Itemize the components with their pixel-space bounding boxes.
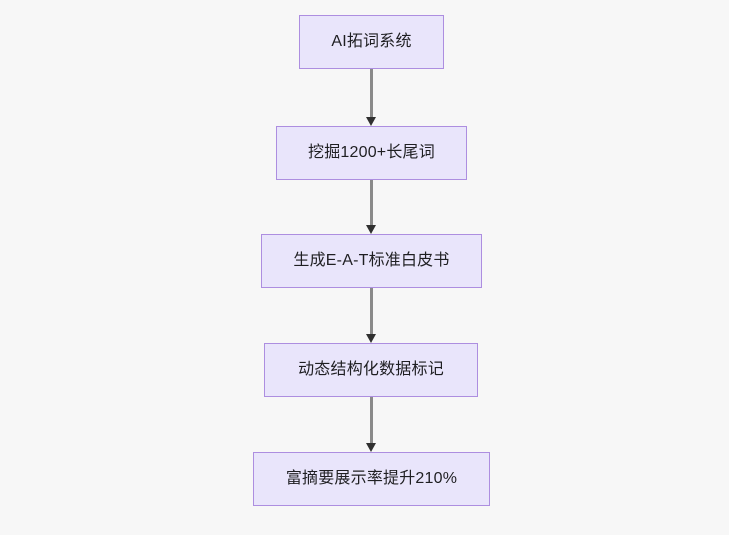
flow-node-label: 生成E-A-T标准白皮书 [293, 252, 450, 269]
edge-line [369, 69, 373, 117]
edge-line [369, 180, 373, 225]
flow-node-dynamic-structured-data[interactable]: 动态结构化数据标记 [264, 343, 478, 397]
flow-node-mine-longtail-keywords[interactable]: 挖掘1200+长尾词 [276, 126, 467, 180]
flow-node-ai-keyword-system[interactable]: AI拓词系统 [299, 15, 444, 69]
arrowhead-icon [365, 443, 376, 452]
flow-node-label: AI拓词系统 [331, 33, 412, 50]
flow-node-generate-eat-whitepaper[interactable]: 生成E-A-T标准白皮书 [261, 234, 482, 288]
flow-node-label: 挖掘1200+长尾词 [308, 144, 435, 161]
arrowhead-icon [365, 117, 376, 126]
flow-node-label: 动态结构化数据标记 [298, 361, 444, 378]
flow-node-rich-snippet-uplift[interactable]: 富摘要展示率提升210% [253, 452, 490, 506]
edge-line [369, 288, 373, 334]
edge-line [369, 397, 373, 443]
arrowhead-icon [365, 225, 376, 234]
arrowhead-icon [365, 334, 376, 343]
flow-node-label: 富摘要展示率提升210% [285, 470, 458, 487]
